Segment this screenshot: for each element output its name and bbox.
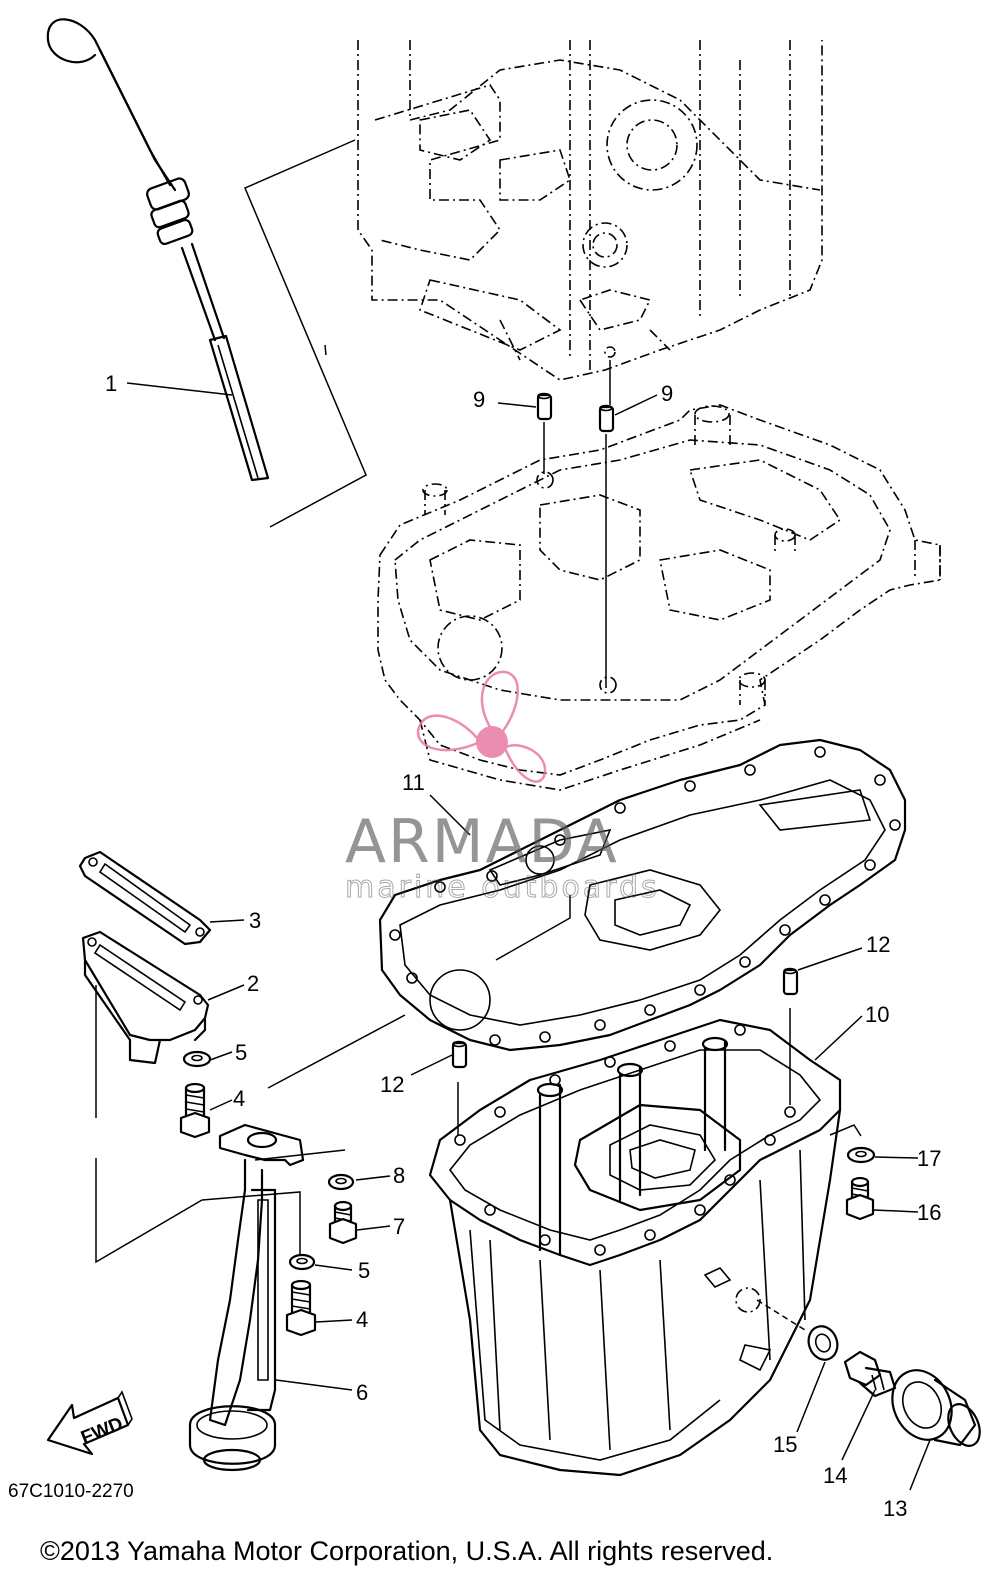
callout-12-right: 12 — [866, 932, 890, 957]
gasket-bolt-holes — [389, 746, 901, 1046]
dowel-pin-9-left — [536, 392, 553, 421]
bolt-16 — [845, 1176, 875, 1221]
oil-strainer-6 — [188, 1123, 305, 1472]
dipstick — [46, 18, 270, 482]
callout-8: 8 — [393, 1163, 405, 1188]
callout-16: 16 — [917, 1200, 941, 1225]
watermark-tagline: marine outboards — [345, 870, 660, 905]
callout-15: 15 — [773, 1432, 797, 1457]
exhaust-guide — [377, 404, 941, 791]
bolt-4-upper — [179, 1082, 211, 1139]
callout-numbers: 1 2 3 4 4 5 5 6 7 8 9 9 10 11 12 12 13 1… — [105, 371, 941, 1521]
armada-watermark: ARMADA marine outboards — [345, 670, 660, 906]
callout-3: 3 — [249, 908, 261, 933]
callout-7: 7 — [393, 1214, 405, 1239]
dowel-pin-9-right — [598, 404, 615, 433]
callout-2: 2 — [247, 971, 259, 996]
fwd-arrow-icon: FWD — [46, 1390, 133, 1456]
callout-1: 1 — [105, 371, 117, 396]
washer-17 — [846, 1146, 876, 1164]
washer-5-upper — [182, 1050, 212, 1068]
callout-9-right: 9 — [661, 381, 673, 406]
pan-bolt-holes — [454, 1024, 796, 1256]
callout-14: 14 — [823, 1463, 847, 1488]
assembly-lines — [95, 139, 862, 1331]
oil-pan-10 — [428, 1018, 842, 1477]
drain-cap-13 — [891, 1369, 981, 1447]
callout-leaders — [126, 382, 931, 1491]
diagram-code: 67C1010-2270 — [8, 1481, 134, 1502]
callout-17: 17 — [917, 1146, 941, 1171]
engine-block — [357, 40, 823, 381]
callout-11: 11 — [402, 770, 425, 795]
drain-plug-14 — [843, 1350, 897, 1398]
dowel-pin-12-right — [782, 967, 799, 996]
bolt-7 — [328, 1200, 358, 1245]
callout-13: 13 — [883, 1496, 907, 1521]
gasket-15 — [807, 1325, 839, 1361]
callout-5-lower: 5 — [358, 1258, 370, 1283]
callout-12-left: 12 — [380, 1072, 404, 1097]
gasket-3 — [78, 850, 212, 946]
propeller-logo — [416, 670, 547, 783]
copyright-notice: ©2013 Yamaha Motor Corporation, U.S.A. A… — [40, 1536, 773, 1566]
washer-8 — [327, 1173, 355, 1191]
callout-4-lower: 4 — [356, 1307, 368, 1332]
callout-10: 10 — [865, 1002, 889, 1027]
dowel-pin-12-left — [451, 1040, 468, 1069]
callout-9-left: 9 — [473, 387, 485, 412]
bolt-4-lower — [285, 1279, 317, 1337]
strainer-housing-2 — [81, 930, 210, 1065]
callout-6: 6 — [356, 1380, 368, 1405]
watermark-brand: ARMADA — [345, 807, 619, 877]
gasket-11 — [378, 738, 907, 1052]
washer-5-lower — [288, 1253, 316, 1271]
callout-5-upper: 5 — [235, 1040, 247, 1065]
fwd-label: FWD — [78, 1413, 126, 1449]
callout-4-upper: 4 — [233, 1086, 245, 1111]
